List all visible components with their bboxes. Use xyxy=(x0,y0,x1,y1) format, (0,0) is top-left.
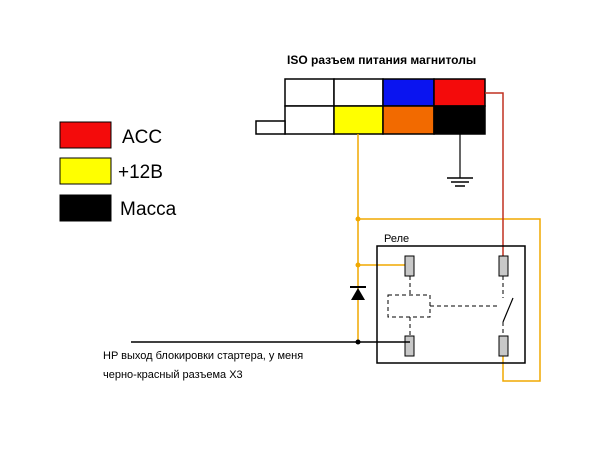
wire-acc xyxy=(485,92,504,265)
connector-title: ISO разъем питания магнитолы xyxy=(287,53,476,67)
relay-terminal xyxy=(498,335,509,357)
iso-connector xyxy=(255,78,486,135)
legend-swatch-12v xyxy=(59,157,112,185)
connector-pin-bottom-3 xyxy=(382,105,435,135)
legend-label-acc: ACC xyxy=(122,127,162,148)
wire-12v xyxy=(357,134,541,382)
legend-label-ground: Масса xyxy=(120,199,177,220)
note-line-2: черно-красный разъема Х3 xyxy=(103,369,243,381)
ground-icon xyxy=(447,134,473,187)
legend-swatch-ground xyxy=(59,194,112,222)
relay-terminal xyxy=(404,255,415,277)
relay-label: Реле xyxy=(384,233,409,245)
connector-pin-top-1 xyxy=(284,78,335,107)
legend-swatch-acc xyxy=(59,121,112,149)
relay-terminal xyxy=(404,335,415,357)
connector-pin-bottom-2 xyxy=(333,105,384,135)
note-line-1: HP выход блокировки стартера, у меня xyxy=(103,350,303,362)
connector-pin-top-2 xyxy=(333,78,384,107)
junction-dot xyxy=(355,216,361,222)
junction-dot xyxy=(355,262,361,268)
connector-pin-top-3 xyxy=(382,78,435,107)
diode-icon xyxy=(350,286,366,300)
relay-coil xyxy=(387,294,431,318)
connector-pin-bottom-1 xyxy=(284,105,335,135)
connector-pin-top-4 xyxy=(433,78,486,107)
connector-latch xyxy=(255,120,286,135)
relay-terminal xyxy=(498,255,509,277)
connector-pin-bottom-4 xyxy=(433,105,486,135)
legend: ACC +12В Масса xyxy=(59,121,177,222)
legend-label-12v: +12В xyxy=(118,162,163,183)
relay-switch-contact xyxy=(502,297,514,323)
junction-dot xyxy=(355,339,361,345)
relay: Реле xyxy=(376,233,526,364)
